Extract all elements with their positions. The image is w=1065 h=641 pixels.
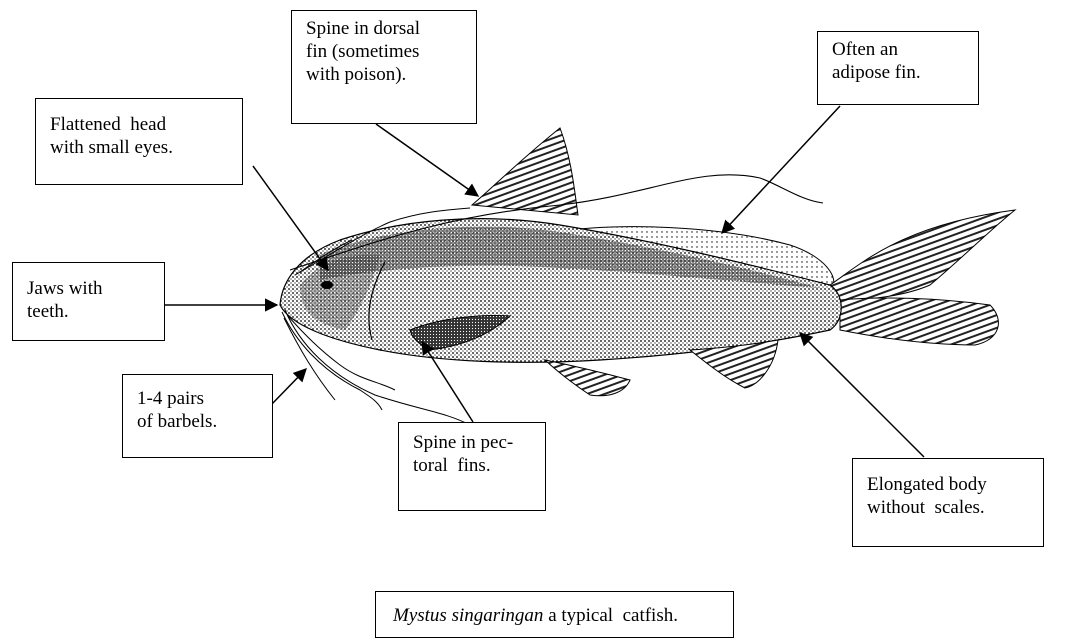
label-dorsal-fin: Spine in dorsal fin (sometimes with pois… [291,10,477,124]
label-jaws: Jaws with teeth. [12,262,165,341]
figure-caption: Mystus singaringan a typical catfish. [375,591,734,638]
arrow-barbels [271,369,306,405]
label-dorsal-line-3: with poison). [306,63,466,86]
label-head-line-2: with small eyes. [50,136,232,159]
arrow-body [800,333,924,457]
arrow-head [253,166,328,270]
label-barbels-line-1: 1-4 pairs [137,387,262,410]
label-body-line-2: without scales. [867,496,1033,519]
label-head-line-1: Flattened head [50,113,232,136]
label-adipose-line-1: Often an [832,38,968,61]
dorsal-fin [472,128,578,215]
label-adipose-line-2: adipose fin. [832,61,968,84]
caption-text: a typical catfish. [543,605,678,626]
label-pectoral-line-2: toral fins. [413,454,535,477]
label-jaws-line-1: Jaws with [27,277,154,300]
arrow-adipose [722,106,840,233]
catfish-illustration [280,128,1015,425]
label-barbels-line-2: of barbels. [137,410,262,433]
label-barbels: 1-4 pairs of barbels. [122,374,273,458]
label-body: Elongated body without scales. [852,458,1044,547]
label-pectoral-fin: Spine in pec- toral fins. [398,422,546,511]
pelvic-fin [545,360,630,396]
arrow-dorsal [376,124,478,196]
label-dorsal-line-1: Spine in dorsal [306,17,466,40]
label-adipose-fin: Often an adipose fin. [817,31,979,105]
label-body-line-1: Elongated body [867,473,1033,496]
label-pectoral-line-1: Spine in pec- [413,431,535,454]
caudal-fin-upper [830,210,1015,300]
label-head: Flattened head with small eyes. [35,98,243,185]
label-jaws-line-2: teeth. [27,300,154,323]
caption-species: Mystus singaringan [393,605,543,626]
caudal-fin-lower [840,298,998,345]
label-dorsal-line-2: fin (sometimes [306,40,466,63]
